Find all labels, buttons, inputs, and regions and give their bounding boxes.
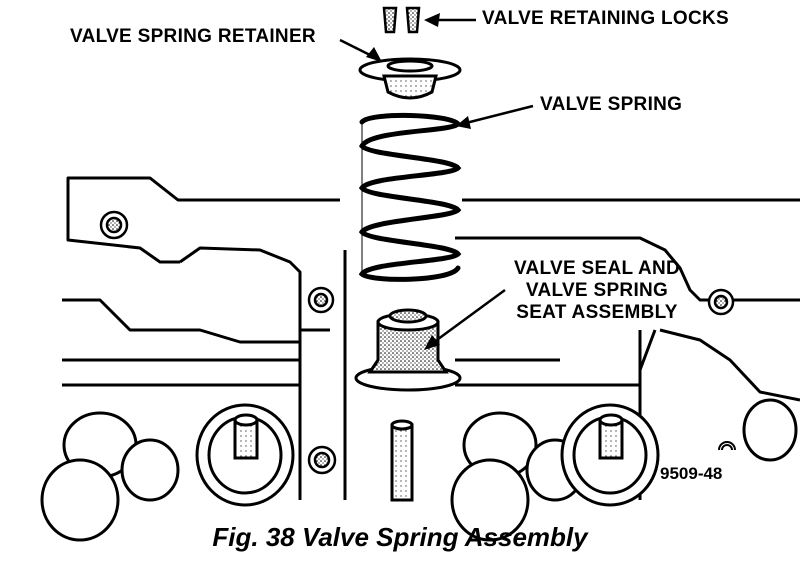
cylinder-head <box>62 176 800 500</box>
bolt-hole <box>307 445 337 475</box>
bolt-hole <box>99 210 129 240</box>
valve-seal-seat-assembly <box>354 308 462 392</box>
valve-spring-retainer <box>358 57 462 100</box>
valve-retaining-locks-label: VALVE RETAINING LOCKS <box>482 8 729 29</box>
figure-caption: Fig. 38 Valve Spring Assembly <box>212 522 588 552</box>
arrowheads <box>366 13 471 350</box>
valve-spring-coil <box>358 112 462 282</box>
valve-stem <box>390 419 414 502</box>
reference-mark <box>718 441 736 451</box>
bolt-holes <box>99 210 735 475</box>
valve-seal-label-line3: SEAT ASSEMBLY <box>516 302 678 323</box>
bolt-hole <box>307 286 335 314</box>
valve-seal-label-line1: VALVE SEAL AND <box>513 258 681 279</box>
valve-seal-label: VALVE SEAL AND VALVE SPRING SEAT ASSEMBL… <box>492 258 702 324</box>
valve-retaining-locks <box>382 6 421 34</box>
valve-seal-label-line2: VALVE SPRING <box>525 280 669 301</box>
valve-spring-retainer-label: VALVE SPRING RETAINER <box>70 26 316 47</box>
bolt-hole <box>707 288 735 316</box>
lower-valve-pockets <box>40 398 798 542</box>
valve-spring-label: VALVE SPRING <box>540 94 683 115</box>
figure-reference-number: 9509-48 <box>660 464 723 483</box>
